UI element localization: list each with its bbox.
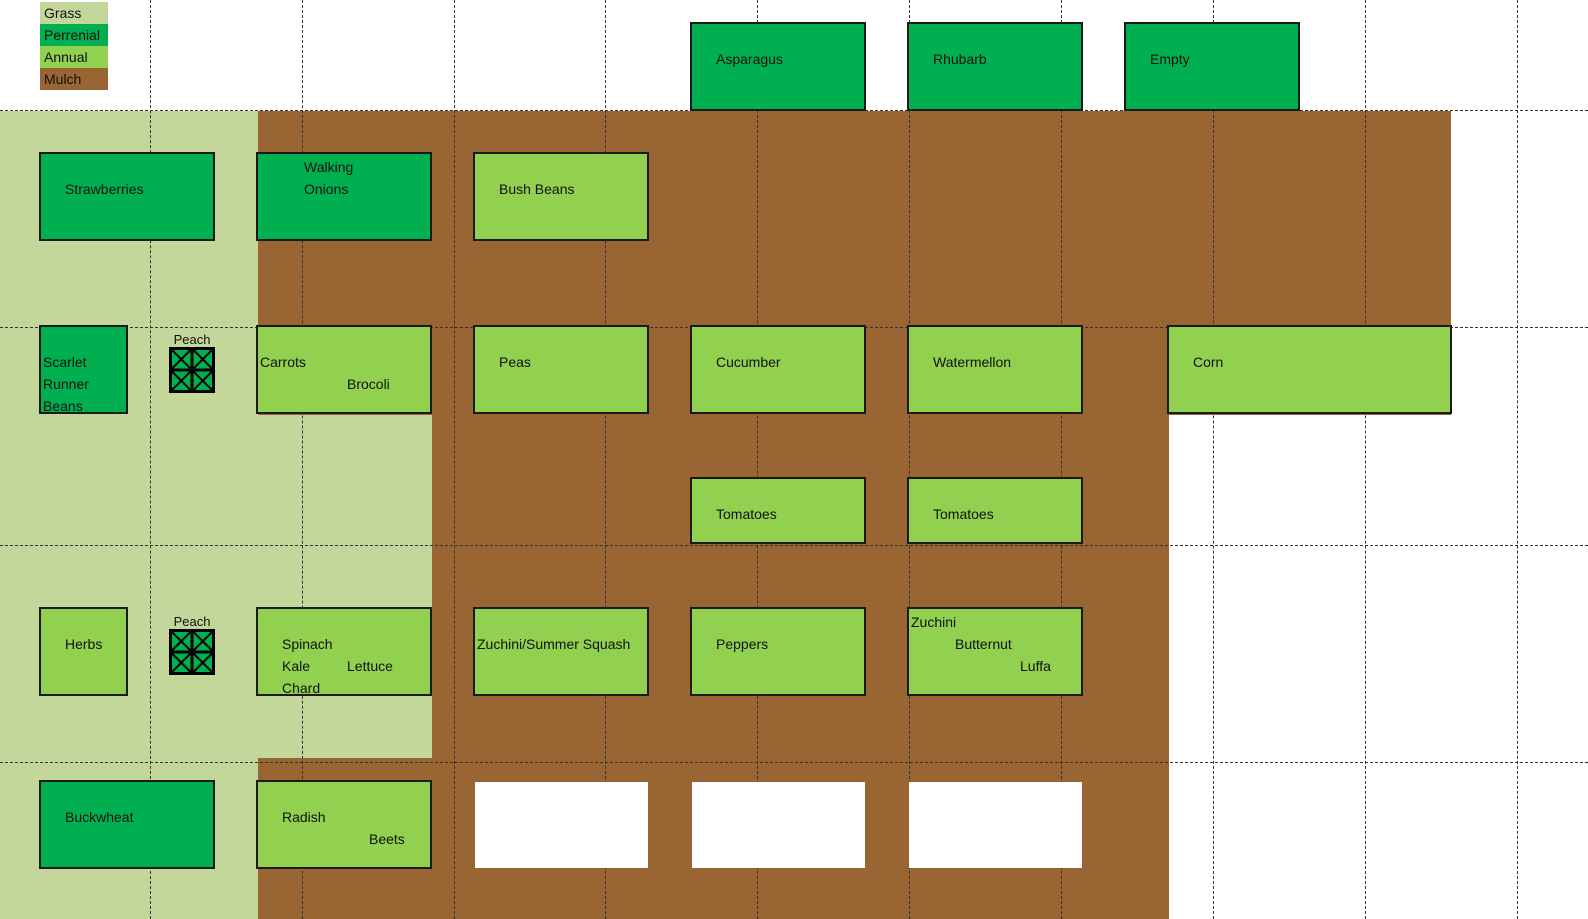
- bed-label: Luffa: [1020, 658, 1051, 674]
- bed-label: Chard: [282, 680, 321, 696]
- bed-label: Buckwheat: [65, 809, 134, 825]
- bed-walking-onions: Walking Onions: [256, 152, 432, 241]
- grid-line: [605, 0, 606, 919]
- bed-label: Tomatoes: [933, 506, 994, 522]
- bed-rhubarb: Rhubarb: [907, 22, 1083, 111]
- bed-unplanted-1: [475, 782, 648, 868]
- tree-grid-icon: [169, 629, 215, 675]
- bed-label: Watermellon: [933, 354, 1012, 370]
- bed-label: Beets: [369, 831, 405, 847]
- bed-label: Radish: [282, 809, 326, 825]
- grid-line: [757, 0, 758, 919]
- bed-strawberries: Strawberries: [39, 152, 215, 241]
- legend-mulch: Mulch: [40, 68, 108, 90]
- bed-scarlet-runner-beans: Scarlet Runner Beans: [39, 325, 128, 414]
- grid-line: [454, 0, 455, 919]
- legend-label: Mulch: [44, 71, 82, 87]
- bed-label: Carrots: [260, 354, 306, 370]
- bed-greens: Spinach Kale Lettuce Chard: [256, 607, 432, 696]
- bed-label: Peas: [499, 354, 531, 370]
- bed-bush-beans: Bush Beans: [473, 152, 649, 241]
- tree-label: Peach: [173, 332, 211, 347]
- legend-label: Grass: [44, 5, 82, 21]
- bed-label: Tomatoes: [716, 506, 777, 522]
- grid-line: [1061, 0, 1062, 919]
- legend-grass: Grass: [40, 2, 108, 24]
- legend-label: Annual: [44, 49, 88, 65]
- bed-radish-beets: Radish Beets: [256, 780, 432, 869]
- grid-line: [1517, 0, 1518, 919]
- bed-label: Bush Beans: [499, 181, 575, 197]
- bed-peppers: Peppers: [690, 607, 866, 696]
- bed-label: Cucumber: [716, 354, 781, 370]
- bed-peas: Peas: [473, 325, 649, 414]
- legend-label: Perrenial: [44, 27, 101, 43]
- bed-squash-mix: Zuchini Butternut Luffa: [907, 607, 1083, 696]
- bed-zuchini-summer-squash: Zuchini/Summer Squash: [473, 607, 649, 696]
- grid-line: [1213, 0, 1214, 919]
- mulch-zone-right-top: [1082, 328, 1169, 415]
- bed-label: Butternut: [955, 636, 1012, 652]
- bed-label: Corn: [1193, 354, 1224, 370]
- grid-line: [302, 0, 303, 919]
- tree-grid-icon: [169, 347, 215, 393]
- bed-label: Lettuce: [347, 658, 393, 674]
- bed-label: Walking: [304, 159, 354, 175]
- bed-asparagus: Asparagus: [690, 22, 866, 111]
- bed-label: Runner: [43, 376, 89, 392]
- grid-line: [1365, 0, 1366, 919]
- bed-corn: Corn: [1167, 325, 1452, 414]
- mulch-zone-middle: [432, 415, 1169, 758]
- tree-label: Peach: [173, 614, 211, 629]
- bed-watermellon: Watermellon: [907, 325, 1083, 414]
- bed-cucumber: Cucumber: [690, 325, 866, 414]
- grid-line: [150, 0, 151, 919]
- bed-label: Spinach: [282, 636, 333, 652]
- bed-label: Kale: [282, 658, 311, 674]
- bed-label: Onions: [304, 181, 349, 197]
- bed-empty: Empty: [1124, 22, 1300, 111]
- legend-perennial: Perrenial: [40, 24, 108, 46]
- bed-label: Empty: [1150, 51, 1190, 67]
- grass-zone-lower: [258, 415, 432, 758]
- bed-unplanted-2: [692, 782, 865, 868]
- bed-carrots-brocoli: Carrots Brocoli: [256, 325, 432, 414]
- bed-label: Beans: [43, 398, 83, 414]
- bed-unplanted-3: [909, 782, 1082, 868]
- bed-label: Scarlet: [43, 354, 87, 370]
- grid-line: [0, 762, 1588, 763]
- bed-label: Brocoli: [347, 376, 390, 392]
- bed-herbs: Herbs: [39, 607, 128, 696]
- bed-buckwheat: Buckwheat: [39, 780, 215, 869]
- bed-tomatoes-2: Tomatoes: [907, 477, 1083, 544]
- bed-label: Peppers: [716, 636, 769, 652]
- bed-label: Herbs: [65, 636, 103, 652]
- bed-tomatoes-1: Tomatoes: [690, 477, 866, 544]
- legend-annual: Annual: [40, 46, 108, 68]
- bed-label: Zuchini: [911, 614, 957, 630]
- bed-label: Strawberries: [65, 181, 144, 197]
- bed-label: Asparagus: [716, 51, 783, 67]
- grid-line: [0, 545, 1588, 546]
- bed-label: Zuchini/Summer Squash: [477, 636, 631, 652]
- bed-label: Rhubarb: [933, 51, 987, 67]
- grid-line: [909, 0, 910, 919]
